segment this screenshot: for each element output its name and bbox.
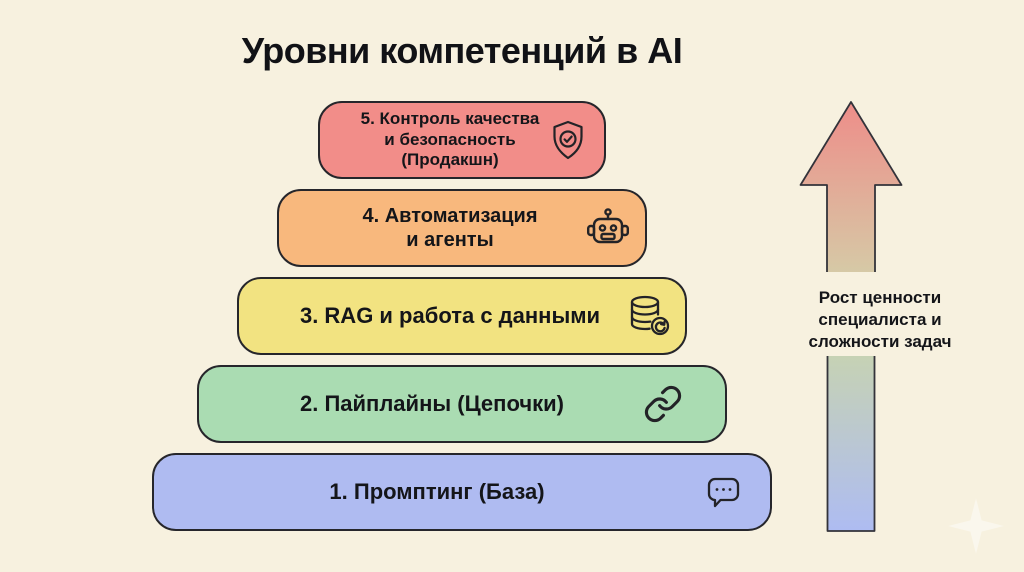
database-sync-icon (625, 293, 673, 339)
pyramid-level-3: 3. RAG и работа с данными (237, 277, 687, 355)
chat-bubble-icon (702, 471, 744, 513)
growth-arrow-shaft (826, 356, 876, 532)
pyramid-level-1: 1. Промптинг (База) (152, 453, 772, 531)
level-5-label: 5. Контроль качества и безопасность (Про… (360, 109, 540, 170)
shield-check-icon (548, 119, 588, 161)
level-4-label: 4. Автоматизация и агенты (362, 205, 538, 251)
growth-arrow-head (799, 101, 903, 272)
sparkle-watermark-icon (948, 498, 1004, 554)
page-title: Уровни компетенций в AI (241, 30, 683, 71)
pyramid-level-2: 2. Пайплайны (Цепочки) (197, 365, 727, 443)
level-3-label: 3. RAG и работа с данными (299, 302, 601, 328)
pyramid-level-4: 4. Автоматизация и агенты (277, 189, 647, 267)
growth-arrow-caption: Рост ценности специалиста и сложности за… (808, 288, 952, 351)
level-1-label: 1. Промптинг (База) (329, 478, 545, 504)
pyramid-level-5: 5. Контроль качества и безопасность (Про… (318, 101, 606, 179)
robot-icon (585, 207, 631, 249)
chain-link-icon (643, 384, 683, 424)
pyramid: 5. Контроль качества и безопасность (Про… (152, 101, 772, 541)
level-2-label: 2. Пайплайны (Цепочки) (300, 390, 564, 416)
